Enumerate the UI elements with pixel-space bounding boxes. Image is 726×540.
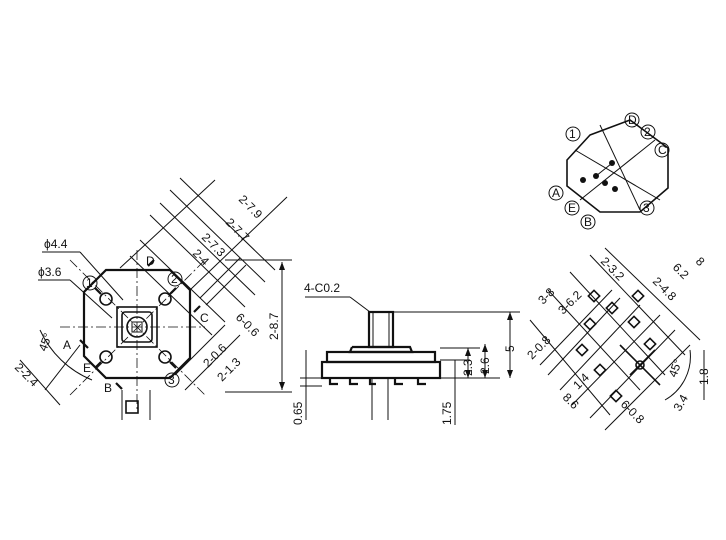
schematic-label-E: E bbox=[568, 201, 576, 215]
terminal-label-1: 1 bbox=[86, 276, 93, 290]
schematic-view: 1 2 3 A B C D E bbox=[548, 112, 670, 230]
dim-2-7.9: 2-7.9 bbox=[236, 192, 265, 221]
switch-body-outline bbox=[82, 268, 192, 380]
schematic-label-B: B bbox=[584, 215, 592, 229]
dim-2-2.4: 2-2.4 bbox=[12, 360, 41, 389]
side-view: 4-C0.2 0.65 1.75 2.3 2.6 5 bbox=[291, 281, 520, 425]
terminal-label-3: 3 bbox=[168, 373, 175, 387]
angle-45: 45° bbox=[36, 331, 55, 353]
dim-phi-3.6: ϕ3.6 bbox=[38, 265, 62, 279]
bottom-terminal bbox=[125, 400, 139, 414]
dim-2.6: 2.6 bbox=[478, 357, 492, 374]
pcb-angle-45: 45° bbox=[666, 357, 685, 379]
pcb-dim-6.2: 6.2 bbox=[670, 260, 692, 282]
dim-2-8.7: 2-8.7 bbox=[267, 312, 281, 340]
pcb-dim-1.4: 1.4 bbox=[570, 370, 592, 392]
pcb-dim-2-4.8: 2-4.8 bbox=[650, 274, 679, 303]
terminal-label-2: 2 bbox=[171, 272, 178, 286]
dim-6-0.6: 6-0.6 bbox=[233, 310, 262, 339]
schematic-label-A: A bbox=[552, 186, 560, 200]
schematic-label-1: 1 bbox=[569, 127, 576, 141]
schematic-label-2: 2 bbox=[644, 125, 651, 139]
pcb-layout-view: 45° 2-3.2 6.2 8 3-8 3-6.2 2-4.8 2-0.8 1.… bbox=[524, 247, 711, 431]
pcb-dim-3.4: 3.4 bbox=[670, 392, 691, 414]
pcb-dim-6-0.8: 6-0.8 bbox=[618, 397, 647, 426]
terminal-label-A: A bbox=[63, 338, 71, 352]
terminal-label-C: C bbox=[200, 311, 209, 325]
schematic-octagon bbox=[566, 119, 669, 213]
mount-hole-2 bbox=[158, 292, 172, 306]
terminal-label-B: B bbox=[104, 381, 112, 395]
dim-2-7.7: 2-7.7 bbox=[223, 215, 252, 244]
pcb-dim-8.6: 8.6 bbox=[560, 390, 582, 412]
mount-hole-4 bbox=[158, 350, 172, 364]
terminal-label-E: E bbox=[83, 361, 91, 375]
pcb-dim-3-8: 3-8 bbox=[535, 285, 557, 307]
schematic-label-C: C bbox=[658, 143, 667, 157]
dim-2.3: 2.3 bbox=[461, 359, 475, 376]
pcb-dim-2-0.8: 2-0.8 bbox=[524, 333, 553, 362]
terminal-label-D: D bbox=[146, 254, 155, 268]
dim-phi-4.4: ϕ4.4 bbox=[44, 237, 68, 251]
mount-hole-3 bbox=[99, 350, 113, 364]
schematic-label-3: 3 bbox=[643, 201, 650, 215]
pcb-dim-3-6.2: 3-6.2 bbox=[555, 288, 584, 317]
schematic-label-D: D bbox=[628, 113, 637, 127]
dim-0.65: 0.65 bbox=[291, 401, 305, 425]
chamfer-label: 4-C0.2 bbox=[304, 281, 340, 295]
pcb-dim-8: 8 bbox=[693, 254, 708, 269]
dim-1.75: 1.75 bbox=[440, 401, 454, 425]
dim-5: 5 bbox=[503, 345, 517, 352]
mount-hole-1 bbox=[99, 292, 113, 306]
top-view: 2-7.9 2-7.7 2-7.3 2-4 2-8.7 6-0.6 2-0.6 … bbox=[12, 177, 292, 420]
pcb-dim-1.8: 1.8 bbox=[697, 368, 711, 385]
